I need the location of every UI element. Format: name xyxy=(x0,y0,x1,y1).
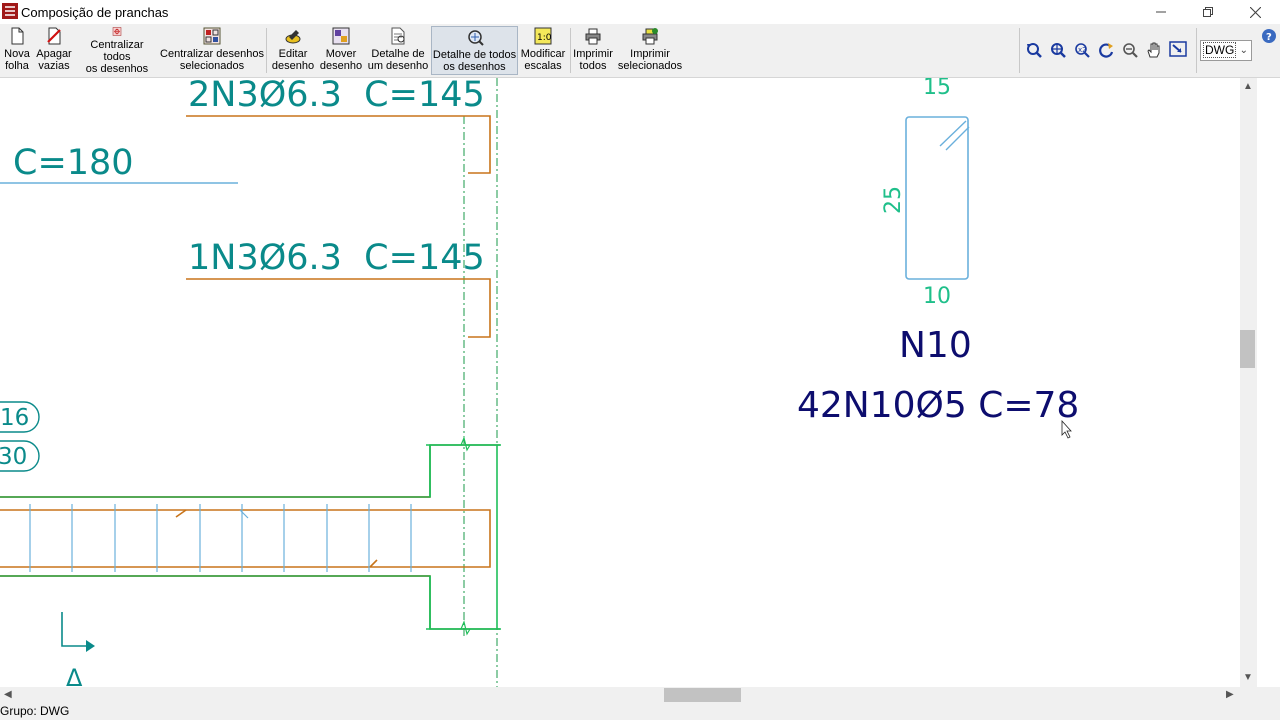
scroll-left-icon[interactable]: ◀ xyxy=(4,689,12,700)
bar-label: 2N3Ø6.3 C=145 xyxy=(188,78,485,115)
detail-all-button[interactable]: Detalhe de todos os desenhos xyxy=(431,26,518,75)
stirrup-name-label: N10 xyxy=(899,325,972,366)
break-mark xyxy=(460,436,471,452)
zoom-previous-icon[interactable] xyxy=(1025,41,1043,59)
detail-all-icon xyxy=(467,30,484,46)
mouse-cursor-icon xyxy=(1061,419,1072,439)
move-drawing-icon xyxy=(332,27,350,45)
svg-text:1:0: 1:0 xyxy=(537,33,552,43)
erase-empty-icon xyxy=(47,27,61,45)
detail-one-icon xyxy=(391,27,405,45)
horizontal-scrollbar[interactable] xyxy=(0,687,1240,704)
section-arrow-head xyxy=(86,640,95,652)
erase-empty-button[interactable]: Apagar vazias xyxy=(34,26,74,75)
pan-hand-icon[interactable] xyxy=(1145,41,1163,59)
scroll-up-icon[interactable]: ▲ xyxy=(1243,81,1253,92)
bar-label: C=180 xyxy=(13,143,134,183)
beam-outline xyxy=(0,444,500,498)
break-mark xyxy=(460,620,471,636)
new-sheet-button[interactable]: Nova folha xyxy=(2,26,32,75)
bar-tag xyxy=(0,401,40,433)
print-selected-icon xyxy=(642,28,658,45)
svg-text:?: ? xyxy=(1266,32,1272,43)
section-mark-label: Δ xyxy=(66,664,83,687)
svg-text:x2: x2 xyxy=(1078,46,1087,54)
detail-one-button[interactable]: Detalhe de um desenho xyxy=(366,26,430,75)
format-select[interactable]: DWG ⌄ xyxy=(1200,40,1252,61)
minimize-icon xyxy=(1156,11,1166,13)
zoom-icon[interactable] xyxy=(1121,41,1139,59)
rebar-hook xyxy=(239,509,249,519)
modify-scales-button[interactable]: 1:0 Modificar escalas xyxy=(520,26,566,75)
print-all-button[interactable]: Imprimir todos xyxy=(573,26,613,75)
help-icon[interactable]: ? xyxy=(1261,28,1277,44)
format-select-value: DWG xyxy=(1203,42,1237,58)
bar-tag-label: 30 xyxy=(0,444,27,470)
rebar-shape xyxy=(186,115,491,174)
bar-tag xyxy=(0,440,40,472)
print-all-icon xyxy=(585,28,601,45)
zoom-fit-icon[interactable] xyxy=(1169,41,1187,59)
move-drawing-button[interactable]: Mover desenho xyxy=(318,26,364,75)
center-all-button[interactable]: Centralizar todos os desenhos xyxy=(76,26,158,75)
rebar-shape xyxy=(186,278,491,338)
restore-icon xyxy=(1203,7,1213,17)
close-icon xyxy=(1249,6,1261,18)
vertical-scroll-thumb[interactable] xyxy=(1240,330,1255,368)
edit-drawing-button[interactable]: Editar desenho xyxy=(270,26,316,75)
edit-drawing-icon xyxy=(285,30,301,44)
bar-tag-label: 16 xyxy=(0,405,29,431)
beam-outline xyxy=(0,575,500,630)
horizontal-scroll-thumb[interactable] xyxy=(664,688,741,702)
rebar-hook xyxy=(175,509,187,518)
toolbar: Nova folha Apagar vazias Centralizar tod… xyxy=(0,24,1280,78)
section-arrow xyxy=(61,612,86,647)
toolbar-separator xyxy=(266,28,267,73)
dimension-label: 25 xyxy=(881,186,906,214)
center-selected-button[interactable]: Centralizar desenhos selecionados xyxy=(160,26,264,75)
status-bar: Grupo: DWG xyxy=(0,704,1280,720)
close-button[interactable] xyxy=(1232,0,1278,24)
bar-label: 1N3Ø6.3 C=145 xyxy=(188,238,485,278)
rebar-shape xyxy=(0,509,491,568)
dimension-label: 10 xyxy=(923,284,951,309)
app-logo-icon xyxy=(2,3,18,19)
minimize-button[interactable] xyxy=(1138,0,1184,24)
center-selected-icon xyxy=(203,27,221,45)
stirrup-spec-label: 42N10Ø5 C=78 xyxy=(797,385,1079,426)
dimension-label: 15 xyxy=(923,78,951,100)
print-selected-button[interactable]: Imprimir selecionados xyxy=(614,26,686,75)
zoom-extents-icon[interactable] xyxy=(1049,41,1067,59)
stirrup-lines xyxy=(29,504,412,572)
drawing-svg: 2N3Ø6.3 C=145 C=180 1N3Ø6.3 C=145 16 30 … xyxy=(0,78,1079,687)
restore-button[interactable] xyxy=(1185,0,1231,24)
chevron-down-icon: ⌄ xyxy=(1239,45,1248,56)
toolbar-separator xyxy=(1019,28,1020,73)
stirrup-hook xyxy=(939,120,970,151)
scroll-right-icon[interactable]: ▶ xyxy=(1226,689,1234,700)
drawing-canvas[interactable]: 2N3Ø6.3 C=145 C=180 1N3Ø6.3 C=145 16 30 … xyxy=(0,78,1240,687)
window-title: Composição de pranchas xyxy=(21,5,169,20)
redraw-icon[interactable] xyxy=(1097,41,1115,59)
center-all-icon xyxy=(112,27,122,36)
scrollbar-corner xyxy=(1240,687,1280,704)
support-line xyxy=(426,444,501,630)
zoom-window-icon[interactable]: x2 xyxy=(1073,41,1091,59)
toolbar-separator xyxy=(1196,28,1197,73)
rebar-hook xyxy=(369,559,378,568)
status-text: Grupo: DWG xyxy=(0,704,70,718)
stirrup-detail xyxy=(905,116,969,280)
modify-scales-icon: 1:0 xyxy=(534,27,552,45)
title-bar: Composição de pranchas xyxy=(0,0,1280,24)
vertical-scrollbar[interactable] xyxy=(1240,78,1257,687)
scroll-down-icon[interactable]: ▼ xyxy=(1243,672,1253,683)
toolbar-separator xyxy=(570,28,571,73)
new-sheet-icon xyxy=(11,27,24,45)
